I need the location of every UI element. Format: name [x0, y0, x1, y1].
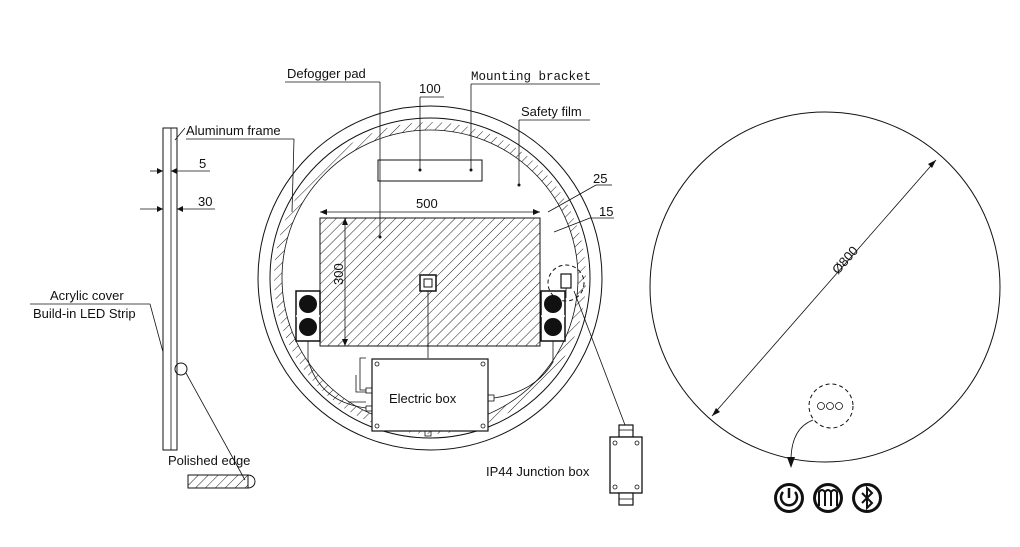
safety-film-label: Safety film [521, 104, 582, 119]
led-strip-label: Build-in LED Strip [33, 306, 136, 321]
electric-box [371, 358, 489, 432]
polished-edge-detail [187, 474, 256, 489]
dim-500-label: 500 [416, 196, 438, 211]
dim-300-label: 300 [331, 263, 346, 285]
speaker-left [295, 290, 321, 342]
defogger-connector [419, 274, 437, 292]
speaker-right [540, 290, 566, 342]
dim-15-label: 15 [599, 204, 613, 219]
mounting-bracket-label: Mounting bracket [471, 70, 591, 84]
side-profile-outer [162, 127, 178, 451]
mirror-front-circle [649, 111, 1001, 463]
polished-edge-label: Polished edge [168, 453, 250, 468]
dim-800-label: Ø800 [829, 243, 861, 277]
wire-right-speaker [493, 341, 554, 399]
acrylic-cover-label: Acrylic cover [50, 288, 124, 303]
polished-edge-marker [174, 362, 188, 376]
aluminum-frame-label: Aluminum frame [186, 123, 281, 138]
wire-left-speaker [307, 341, 367, 409]
front-view: Ø800 [649, 111, 1001, 513]
diameter-line [711, 159, 937, 417]
defog-icon[interactable] [813, 483, 843, 513]
touch-panel-area [808, 383, 854, 429]
power-icon[interactable] [774, 483, 804, 513]
defogger-pad-label: Defogger pad [287, 66, 366, 81]
sensor-module [560, 273, 572, 289]
dim-30-label: 30 [198, 194, 212, 209]
junction-box-label: IP44 Junction box [486, 464, 590, 479]
side-view: 5 30 Acrylic cover Build-in LED Strip Po… [30, 127, 256, 489]
ip44-junction-box [609, 424, 643, 506]
sensor-area [547, 264, 585, 302]
bluetooth-icon[interactable] [852, 483, 882, 513]
aluminum-frame-ring [269, 117, 591, 439]
dim-5-label: 5 [199, 156, 206, 171]
electric-box-label: Electric box [389, 391, 457, 406]
back-view: 100 Mounting bracket Defogger pad 500 30… [186, 66, 626, 451]
dim-100-label: 100 [419, 81, 441, 96]
mirror-outer-circle [257, 105, 603, 451]
mounting-bracket [377, 159, 483, 182]
dim-25-label: 25 [593, 171, 607, 186]
